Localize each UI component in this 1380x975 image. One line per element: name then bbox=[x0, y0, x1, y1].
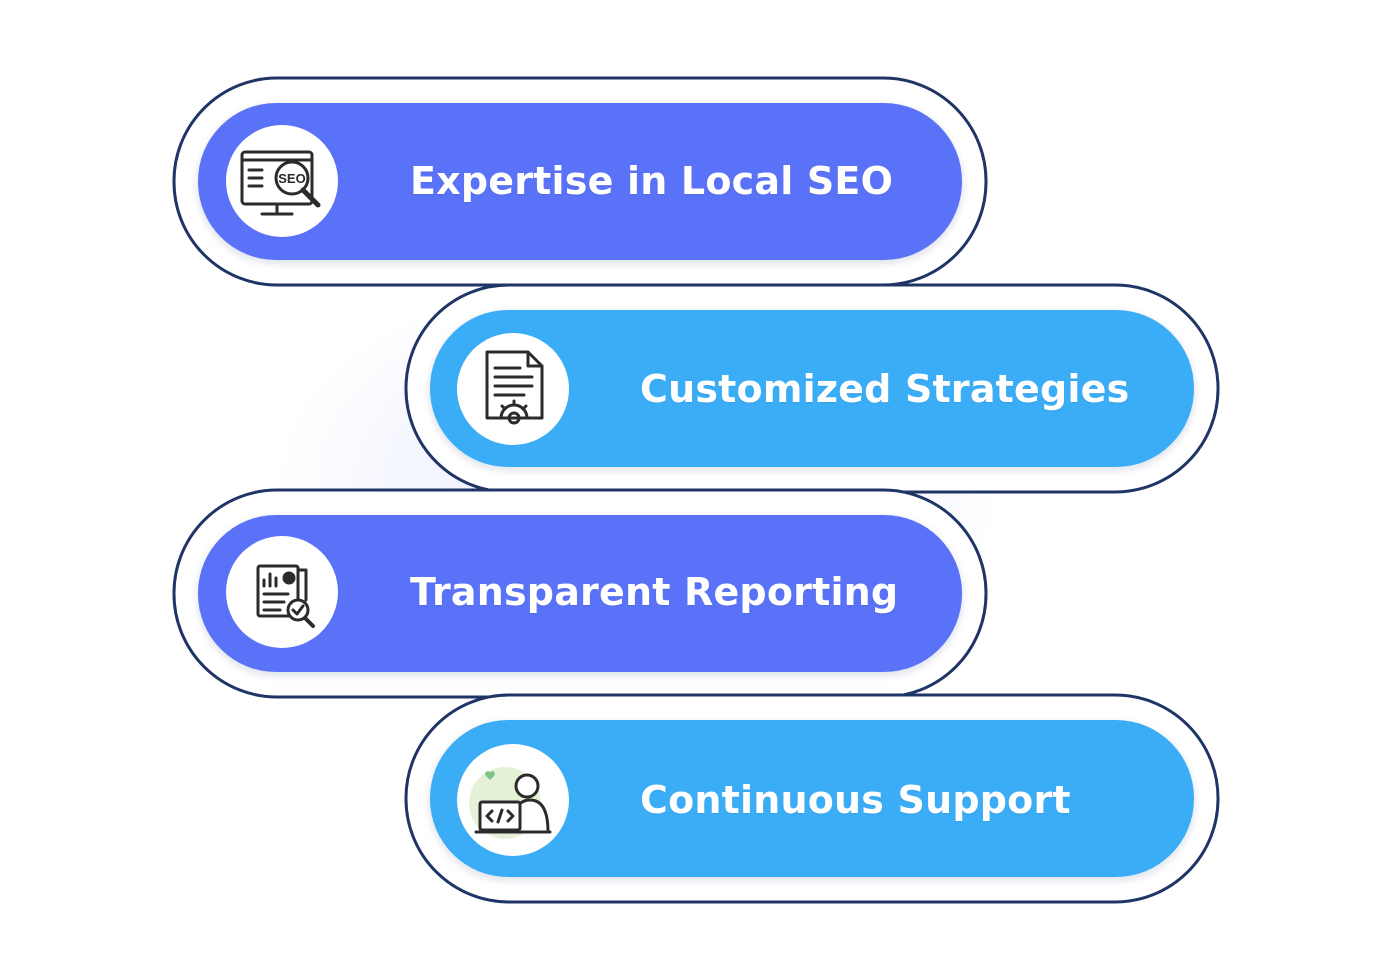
pills bbox=[198, 103, 1194, 877]
seo-icon-text: SEO bbox=[278, 171, 305, 186]
step-label-expertise: Expertise in Local SEO bbox=[410, 159, 894, 203]
step-label-reporting: Transparent Reporting bbox=[410, 570, 899, 614]
pill-step-2 bbox=[430, 310, 1194, 467]
step-label-customized: Customized Strategies bbox=[640, 367, 1130, 411]
developer-support-icon bbox=[469, 767, 552, 839]
document-gear-icon bbox=[485, 350, 544, 425]
pill-step-1 bbox=[198, 103, 962, 260]
pill-step-4 bbox=[430, 720, 1194, 877]
seo-monitor-icon: SEO bbox=[240, 150, 321, 216]
step-label-support: Continuous Support bbox=[640, 778, 1071, 822]
pill-step-3 bbox=[198, 515, 962, 672]
report-magnifier-icon bbox=[256, 564, 315, 628]
